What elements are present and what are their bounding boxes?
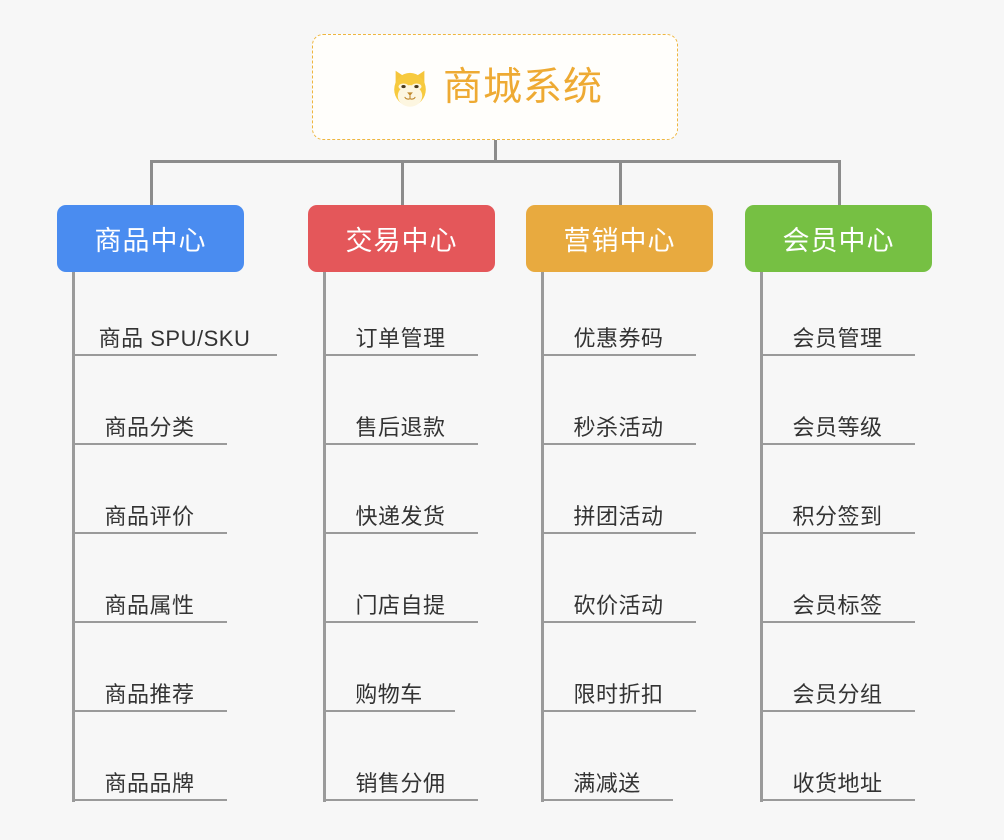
leaf-label: 商品分类: [104, 414, 195, 440]
leaf-item[interactable]: 会员管理: [760, 310, 915, 356]
leaf-label: 订单管理: [355, 325, 446, 351]
category-header-product-center[interactable]: 商品中心: [57, 205, 244, 272]
connector-drop-4: [838, 160, 841, 206]
leaf-item[interactable]: 门店自提: [323, 577, 478, 623]
connector-root-stem: [494, 140, 497, 162]
leaf-item[interactable]: 会员分组: [760, 666, 915, 712]
leaf-label: 满减送: [573, 770, 641, 796]
category-title: 交易中心: [345, 226, 458, 256]
leaf-label: 商品品牌: [104, 770, 195, 796]
leaf-item[interactable]: 商品分类: [72, 399, 227, 445]
dog-face-icon: [387, 65, 433, 111]
leaf-item[interactable]: 积分签到: [760, 488, 915, 534]
column-trunk-product-center: [72, 272, 75, 802]
column-trunk-member-center: [760, 272, 763, 802]
leaf-item[interactable]: 限时折扣: [541, 666, 696, 712]
connector-drop-2: [401, 160, 404, 206]
leaf-item[interactable]: 快递发货: [323, 488, 478, 534]
leaf-item[interactable]: 满减送: [541, 755, 673, 801]
leaf-item[interactable]: 会员等级: [760, 399, 915, 445]
leaf-label: 会员管理: [792, 325, 883, 351]
leaf-item[interactable]: 会员标签: [760, 577, 915, 623]
leaf-item[interactable]: 购物车: [323, 666, 455, 712]
leaf-label: 门店自提: [355, 592, 446, 618]
leaf-item[interactable]: 砍价活动: [541, 577, 696, 623]
connector-drop-3: [619, 160, 622, 206]
leaf-item[interactable]: 商品评价: [72, 488, 227, 534]
leaf-label: 收货地址: [792, 770, 883, 796]
leaf-label: 商品 SPU/SKU: [98, 325, 251, 351]
leaf-label: 销售分佣: [355, 770, 446, 796]
leaf-item[interactable]: 商品 SPU/SKU: [72, 310, 277, 356]
leaf-item[interactable]: 优惠券码: [541, 310, 696, 356]
leaf-item[interactable]: 售后退款: [323, 399, 478, 445]
leaf-label: 商品评价: [104, 503, 195, 529]
category-header-member-center[interactable]: 会员中心: [745, 205, 932, 272]
category-header-marketing-center[interactable]: 营销中心: [526, 205, 713, 272]
leaf-item[interactable]: 收货地址: [760, 755, 915, 801]
leaf-item[interactable]: 商品属性: [72, 577, 227, 623]
category-title: 商品中心: [94, 226, 207, 256]
root-node[interactable]: 商城系统: [312, 34, 678, 140]
leaf-label: 购物车: [355, 681, 423, 707]
leaf-label: 拼团活动: [573, 503, 664, 529]
leaf-item[interactable]: 商品推荐: [72, 666, 227, 712]
root-title: 商城系统: [442, 65, 603, 109]
category-header-trade-center[interactable]: 交易中心: [308, 205, 495, 272]
leaf-label: 秒杀活动: [573, 414, 664, 440]
category-title: 营销中心: [563, 226, 676, 256]
leaf-label: 商品推荐: [104, 681, 195, 707]
leaf-label: 快递发货: [355, 503, 446, 529]
column-trunk-trade-center: [323, 272, 326, 802]
leaf-item[interactable]: 商品品牌: [72, 755, 227, 801]
leaf-label: 售后退款: [355, 414, 446, 440]
connector-drop-1: [150, 160, 153, 206]
leaf-label: 会员标签: [792, 592, 883, 618]
leaf-label: 积分签到: [792, 503, 883, 529]
leaf-label: 砍价活动: [573, 592, 664, 618]
leaf-item[interactable]: 拼团活动: [541, 488, 696, 534]
leaf-label: 商品属性: [104, 592, 195, 618]
leaf-item[interactable]: 销售分佣: [323, 755, 478, 801]
leaf-label: 会员分组: [792, 681, 883, 707]
leaf-item[interactable]: 秒杀活动: [541, 399, 696, 445]
connector-bus: [150, 160, 841, 163]
column-trunk-marketing-center: [541, 272, 544, 802]
leaf-label: 限时折扣: [573, 681, 664, 707]
leaf-item[interactable]: 订单管理: [323, 310, 478, 356]
leaf-label: 会员等级: [792, 414, 883, 440]
leaf-label: 优惠券码: [573, 325, 664, 351]
category-title: 会员中心: [782, 226, 895, 256]
